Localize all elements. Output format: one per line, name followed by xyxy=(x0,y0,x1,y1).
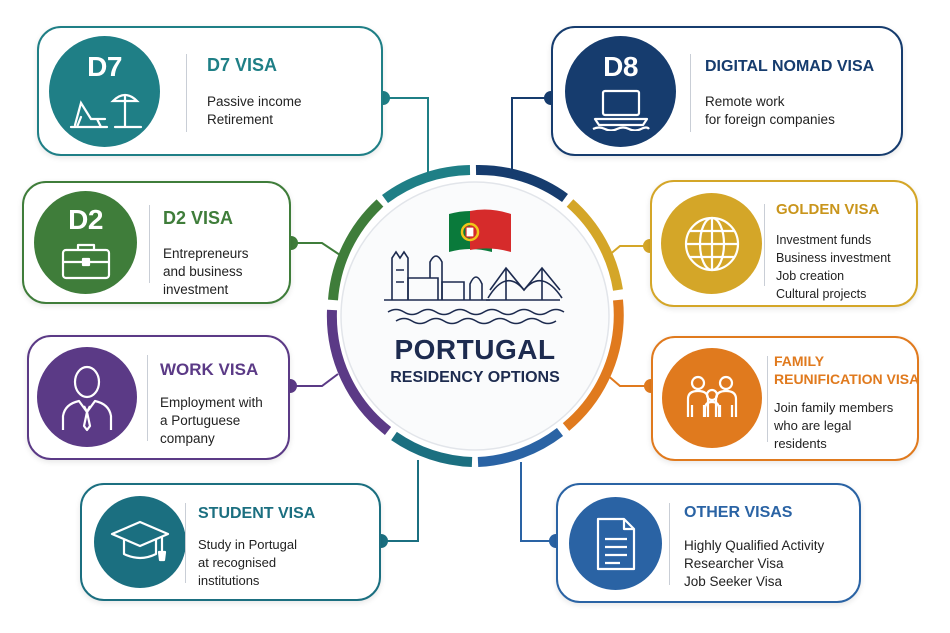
d2-line: investment xyxy=(163,282,229,297)
family-line: who are legal xyxy=(774,418,852,433)
family-title-line: FAMILY xyxy=(774,353,825,369)
d8-line: Remote work xyxy=(705,94,785,109)
family-line: residents xyxy=(774,436,827,451)
d2-line: and business xyxy=(163,264,243,279)
golden-badge xyxy=(661,193,762,294)
work-line: Employment with xyxy=(160,395,263,410)
golden-title: GOLDEN VISA xyxy=(776,201,880,218)
other-description: Highly Qualified Activity Researcher Vis… xyxy=(684,537,824,591)
card-d7-visa[interactable]: D7 D7 VISA Passive income Retirement xyxy=(37,26,383,156)
card-digital-nomad-visa[interactable]: D8 DIGITAL NOMAD VISA Remote work for fo… xyxy=(551,26,903,156)
other-line: Highly Qualified Activity xyxy=(684,538,825,553)
student-line: Study in Portugal xyxy=(198,537,298,552)
d7-description: Passive income Retirement xyxy=(207,93,302,129)
family-title: FAMILY REUNIFICATION VISA xyxy=(774,352,919,388)
card-other-visas[interactable]: OTHER VISAS Highly Qualified Activity Re… xyxy=(556,483,861,603)
connector-d2 xyxy=(291,242,341,256)
work-line: company xyxy=(160,431,215,446)
other-line: Job Seeker Visa xyxy=(684,574,783,589)
center-subtitle: RESIDENCY OPTIONS xyxy=(390,369,560,386)
family-badge xyxy=(662,348,762,448)
d2-line: Entrepreneurs xyxy=(163,246,249,261)
golden-line: Cultural projects xyxy=(776,287,867,301)
student-badge xyxy=(94,496,186,588)
other-line: Researcher Visa xyxy=(684,556,784,571)
golden-description: Investment funds Business investment Job… xyxy=(776,231,891,303)
connector-family xyxy=(605,373,651,387)
center-ring xyxy=(326,164,624,467)
d2-description: Entrepreneurs and business investment xyxy=(163,245,249,299)
card-family-reunification-visa[interactable]: FAMILY REUNIFICATION VISA Join family me… xyxy=(651,336,919,461)
connector-d8 xyxy=(511,97,551,170)
beach-icon xyxy=(69,93,142,128)
family-description: Join family members who are legal reside… xyxy=(774,399,893,453)
lisbon-skyline-icon xyxy=(384,250,565,325)
work-line: a Portuguese xyxy=(160,413,241,428)
card-student-visa[interactable]: STUDENT VISA Study in Portugal at recogn… xyxy=(80,483,381,601)
work-title: WORK VISA xyxy=(160,360,259,379)
d7-title: D7 VISA xyxy=(207,55,278,75)
globe-icon xyxy=(684,216,739,271)
d2-badge: D2 xyxy=(34,191,137,294)
other-title: OTHER VISAS xyxy=(684,504,793,521)
connector-d7 xyxy=(383,97,429,176)
student-line: at recognised xyxy=(198,555,277,570)
card-d2-visa[interactable]: D2 D2 VISA Entrepreneurs and business in… xyxy=(22,181,291,304)
businessman-icon xyxy=(61,365,113,432)
work-badge xyxy=(37,347,137,447)
family-line: Join family members xyxy=(774,400,894,415)
golden-line: Investment funds xyxy=(776,233,872,247)
connector-student xyxy=(381,460,419,542)
connector-work xyxy=(290,373,339,387)
briefcase-icon xyxy=(61,243,110,279)
d7-line: Retirement xyxy=(207,112,274,127)
d8-title: DIGITAL NOMAD VISA xyxy=(705,58,875,75)
family-title-line: REUNIFICATION VISA xyxy=(774,371,920,387)
center-title: PORTUGAL xyxy=(394,334,556,365)
d7-line: Passive income xyxy=(207,94,302,109)
card-golden-visa[interactable]: GOLDEN VISA Investment funds Business in… xyxy=(650,180,918,307)
d8-line: for foreign companies xyxy=(705,112,835,127)
d2-title: D2 VISA xyxy=(163,208,234,228)
laptop-icon xyxy=(592,89,650,131)
golden-line: Job creation xyxy=(776,269,845,283)
family-icon xyxy=(686,375,738,417)
other-badge xyxy=(569,497,662,590)
student-title: STUDENT VISA xyxy=(198,505,316,522)
d8-code: D8 xyxy=(603,50,638,82)
d8-description: Remote work for foreign companies xyxy=(705,93,835,129)
d7-badge: D7 xyxy=(49,36,160,147)
graduation-cap-icon xyxy=(110,520,170,562)
golden-line: Business investment xyxy=(776,251,891,265)
work-description: Employment with a Portuguese company xyxy=(160,394,263,448)
d7-code: D7 xyxy=(87,50,122,82)
connector-other xyxy=(520,462,556,542)
d2-code: D2 xyxy=(68,203,103,235)
d8-badge: D8 xyxy=(565,36,676,147)
student-description: Study in Portugal at recognised institut… xyxy=(198,536,297,590)
card-work-visa[interactable]: WORK VISA Employment with a Portuguese c… xyxy=(27,335,290,460)
document-icon xyxy=(596,517,635,570)
student-line: institutions xyxy=(198,573,260,588)
portugal-flag-icon xyxy=(449,209,511,252)
